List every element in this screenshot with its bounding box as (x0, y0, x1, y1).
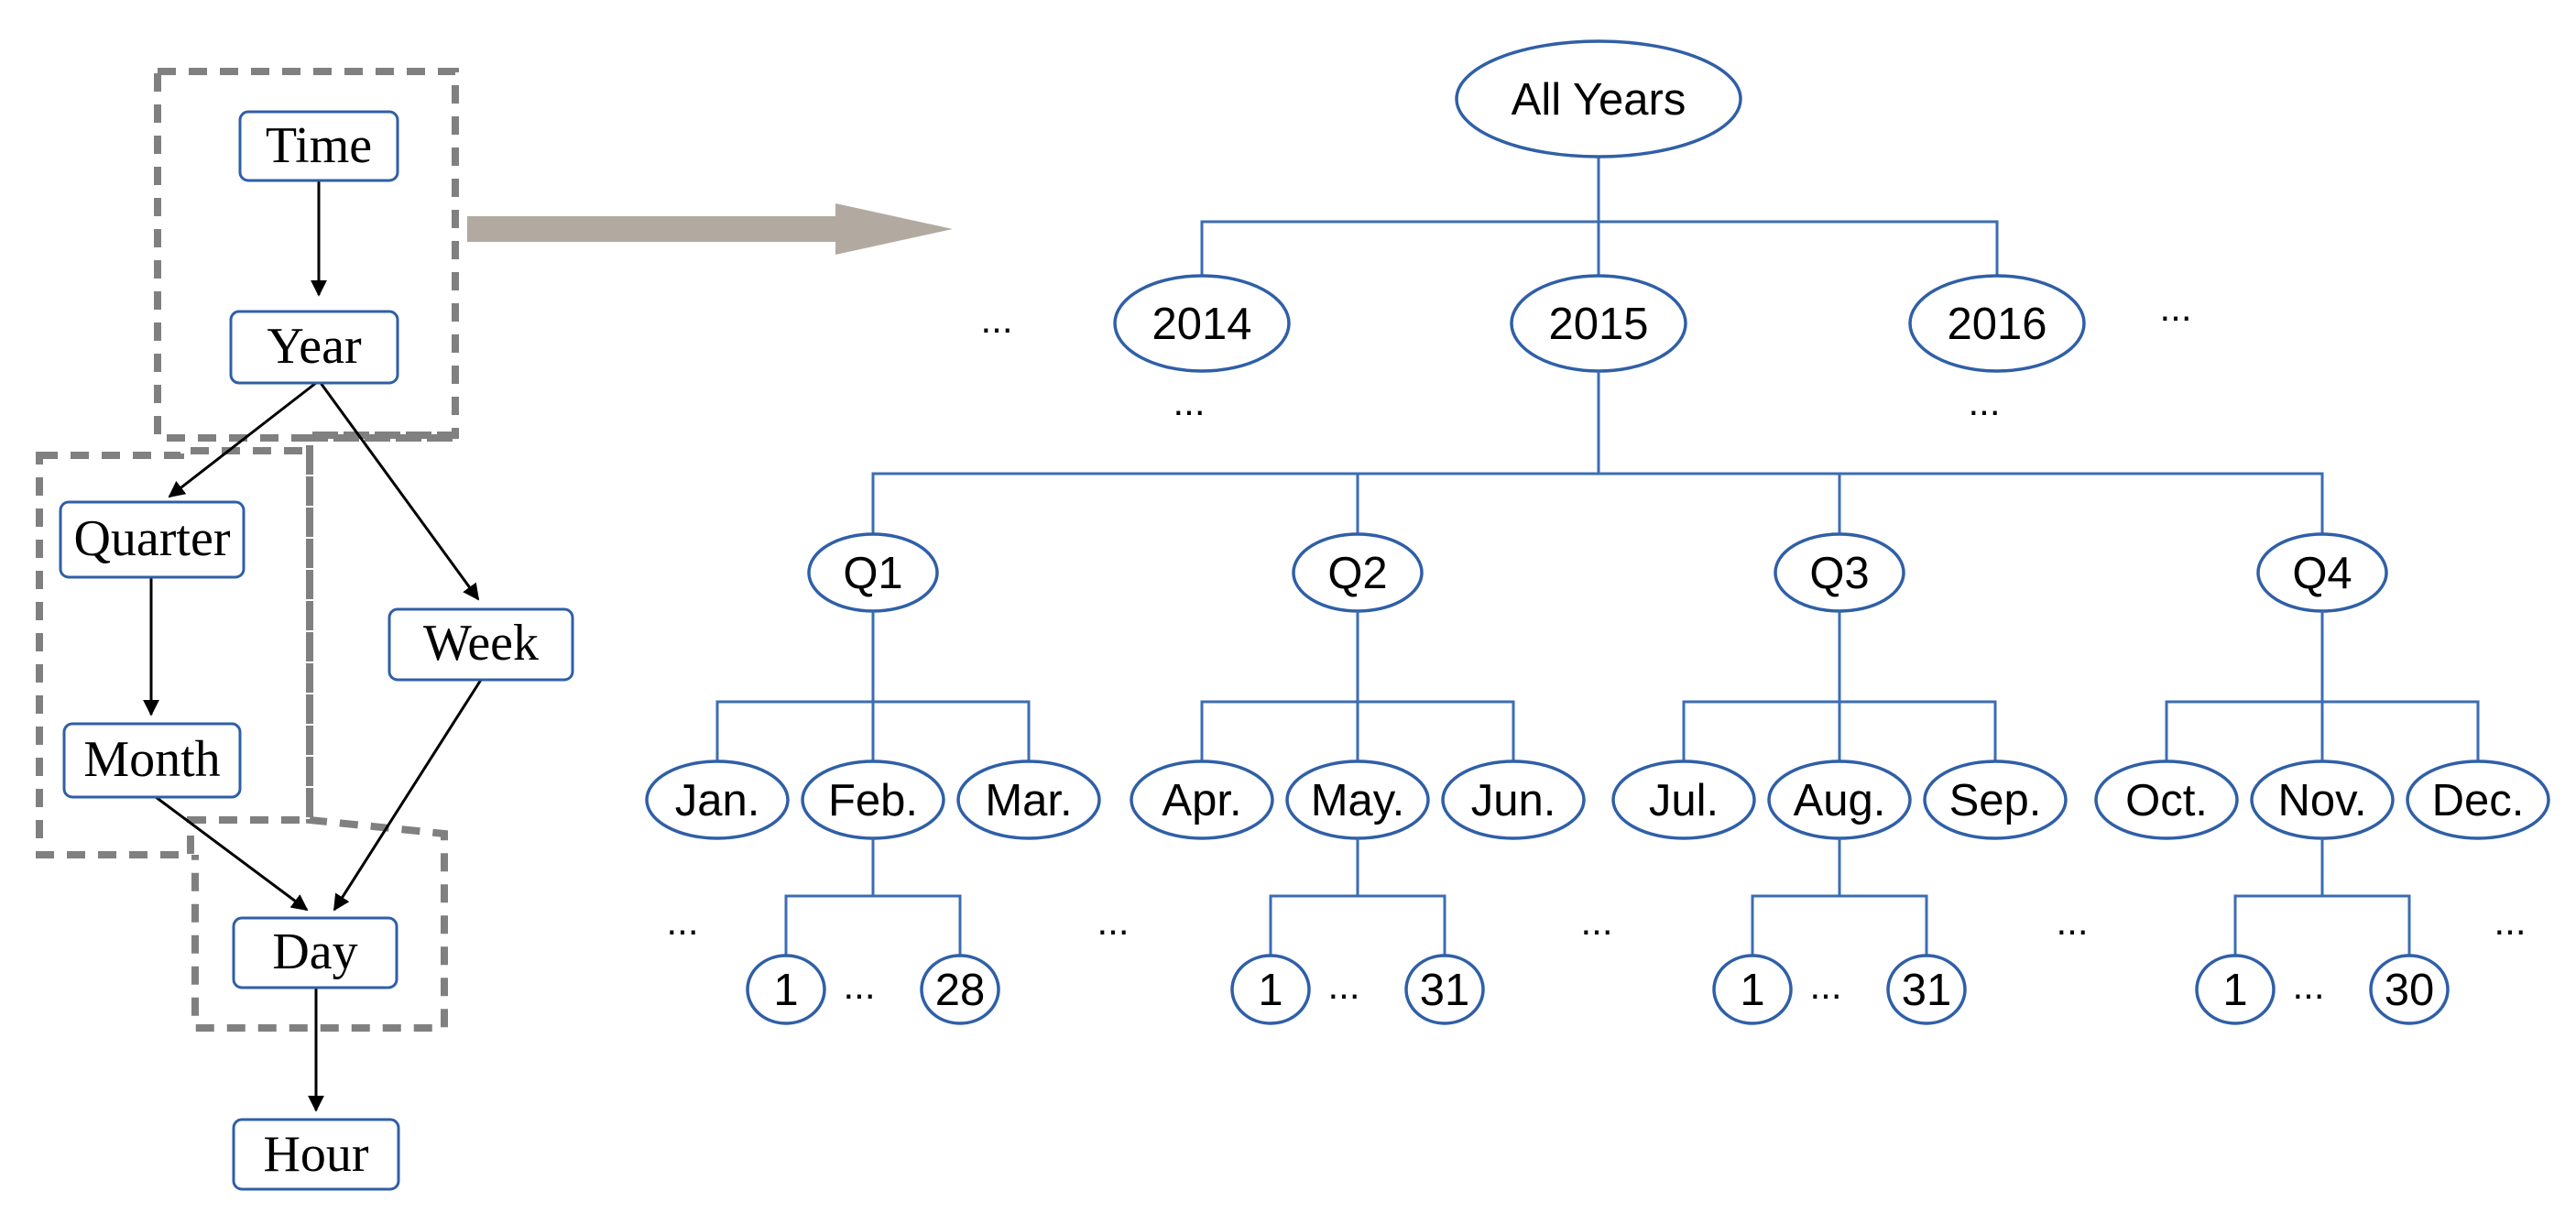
node-day: Day (232, 916, 398, 989)
concept-hierarchy: Time Year Quarter Week Month Day Hour (36, 68, 574, 1191)
node-month-6-label: Jul. (1649, 776, 1719, 825)
node-day-last-0 (920, 954, 1000, 1025)
edge-q1-months (715, 611, 1031, 762)
node-year-2014 (1113, 274, 1291, 373)
node-month-2 (956, 760, 1101, 840)
node-year-2014-label: 2014 (1152, 300, 1251, 349)
node-year-label: Year (267, 318, 362, 375)
ellipsis-under-2014: ... (1173, 380, 1205, 423)
node-year: Year (229, 310, 399, 385)
edge-week-day (333, 679, 483, 912)
node-day-first-3 (2195, 954, 2276, 1025)
node-day-first-3-label: 1 (2222, 966, 2247, 1015)
node-month-9-label: Oct. (2125, 776, 2208, 825)
node-all-years-label: All Years (1512, 75, 1686, 125)
node-month-6 (1611, 760, 1756, 840)
node-month-8 (1923, 760, 2068, 840)
ellipsis-day-row-0: ... (666, 900, 698, 943)
node-month-5 (1441, 760, 1586, 840)
node-quarter-q1-label: Q1 (843, 549, 902, 598)
edge-day-group-1 (1269, 838, 1446, 956)
node-month-3-label: Apr. (1162, 776, 1241, 825)
node-day-first-1-label: 1 (1258, 966, 1283, 1015)
node-month-11 (2406, 760, 2550, 840)
node-day-first-2-label: 1 (1740, 966, 1764, 1015)
node-month-4-label: May. (1311, 776, 1405, 825)
node-month-2-label: Mar. (985, 776, 1072, 825)
edge-year-week (319, 382, 480, 601)
ellipsis-day-row-4: ... (2494, 900, 2526, 943)
group-week-to-day-outline (191, 432, 455, 1032)
node-time: Time (238, 110, 399, 182)
node-month-0 (645, 760, 790, 840)
node-quarter-label: Quarter (73, 510, 230, 567)
node-quarter-q4-label: Q4 (2292, 549, 2352, 598)
node-month-1-label: Feb. (828, 776, 918, 825)
node-month-8-label: Sep. (1949, 776, 2042, 825)
ellipsis-days-1: ... (1327, 964, 1359, 1007)
node-day-last-1 (1404, 954, 1485, 1025)
edge-q3-months (1682, 611, 1997, 762)
ellipsis-day-row-3: ... (2056, 900, 2088, 943)
edge-2015-quarters (871, 371, 2324, 536)
edge-root-years (1200, 157, 1999, 275)
node-day-last-2 (1886, 954, 1967, 1025)
instance-tree: All Years 2014 2015 2016............ Q1 Q2 Q3 Q… (645, 39, 2550, 1025)
edge-q4-months (2165, 611, 2480, 762)
node-time-label: Time (266, 117, 372, 174)
group-quarter-month (36, 447, 313, 858)
edge-day-group-3 (2233, 838, 2411, 956)
node-year-2015-label: 2015 (1548, 300, 1648, 349)
node-month-10-label: Nov. (2277, 776, 2366, 825)
node-day-last-3-label: 30 (2385, 966, 2435, 1015)
node-day-first-1 (1230, 954, 1311, 1025)
node-week-label: Week (423, 615, 539, 672)
edge-day-group-2 (1751, 838, 1928, 956)
node-quarter-q2-label: Q2 (1327, 549, 1387, 598)
node-day-last-0-label: 28 (935, 966, 986, 1015)
node-day-last-2-label: 31 (1902, 966, 1952, 1015)
node-day-label: Day (272, 923, 357, 980)
node-day-last-3 (2369, 954, 2450, 1025)
node-quarter: Quarter (59, 500, 246, 579)
node-month-0-label: Jan. (675, 776, 760, 825)
ellipsis-day-row-1: ... (1097, 900, 1129, 943)
edge-year-quarter (168, 381, 317, 498)
node-month: Month (62, 722, 242, 799)
node-month-label: Month (83, 731, 220, 788)
edge-q2-months (1200, 611, 1515, 762)
ellipsis-day-row-2: ... (1580, 900, 1612, 943)
ellipsis-under-2016: ... (1968, 380, 2000, 423)
ellipsis-days-0: ... (843, 964, 875, 1007)
node-hour: Hour (232, 1118, 400, 1191)
node-month-7-label: Aug. (1794, 776, 1886, 825)
node-year-2016 (1908, 274, 2086, 373)
node-day-first-0-label: 1 (773, 966, 798, 1015)
node-month-3 (1130, 760, 1274, 840)
node-month-9 (2094, 760, 2239, 840)
node-hour-label: Hour (263, 1126, 368, 1183)
ellipsis-days-2: ... (1809, 964, 1841, 1007)
node-month-5-label: Jun. (1471, 776, 1556, 825)
node-all-years (1455, 39, 1742, 158)
node-month-11-label: Dec. (2432, 776, 2525, 825)
node-day-first-2 (1712, 954, 1793, 1025)
ellipsis-right-years: ... (2159, 286, 2191, 329)
node-year-2016-label: 2016 (1947, 300, 2047, 349)
node-week: Week (387, 607, 574, 682)
node-day-last-1-label: 31 (1420, 966, 1470, 1015)
ellipsis-left-years: ... (980, 298, 1012, 341)
transition-arrow (467, 203, 953, 255)
edge-day-group-0 (784, 838, 962, 956)
ellipsis-days-3: ... (2292, 964, 2324, 1007)
node-day-first-0 (746, 954, 826, 1025)
node-quarter-q3-label: Q3 (1809, 549, 1869, 598)
edge-month-day (155, 795, 309, 912)
